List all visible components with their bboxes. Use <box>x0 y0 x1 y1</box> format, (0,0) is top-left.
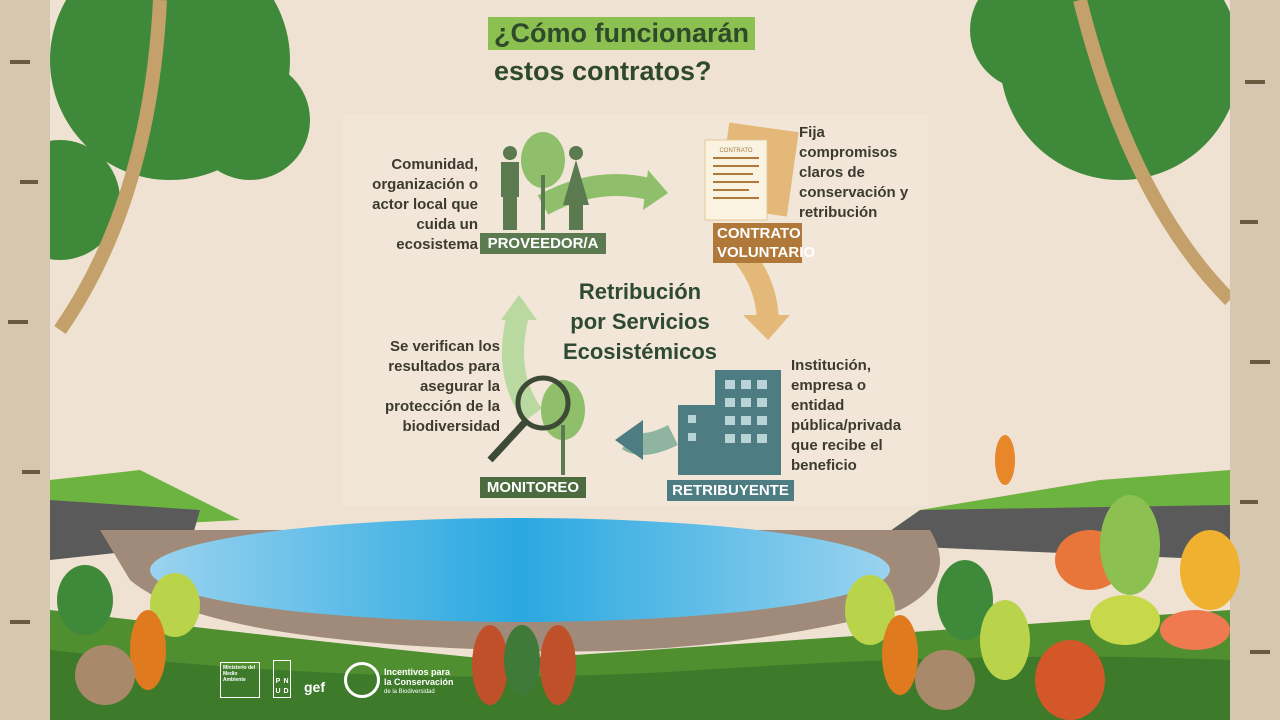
payer-tag: RETRIBUYENTE <box>667 480 794 501</box>
incentives-logo-icon <box>344 662 380 698</box>
contract-document-icon: CONTRATO <box>704 122 799 221</box>
ministry-logo: Ministerio del Medio Ambiente <box>220 662 260 698</box>
provider-tag: PROVEEDOR/A <box>480 233 606 254</box>
arrow-monitoring-to-provider <box>502 312 543 422</box>
building-icon <box>678 370 781 475</box>
tree-trunk-left <box>0 0 50 720</box>
monitoring-tag: MONITOREO <box>480 477 586 498</box>
provider-people-icon <box>501 132 589 230</box>
cycle-diagram: CONTRATO <box>487 122 799 475</box>
title-line-1: ¿Cómo funcionarán <box>488 17 755 50</box>
arrow-contract-to-payer <box>734 247 779 326</box>
lake <box>150 518 890 622</box>
contract-doc-label: CONTRATO <box>719 148 752 154</box>
gef-logo: gef <box>304 679 325 695</box>
arrow-provider-to-contract <box>537 174 656 215</box>
foreground-trees <box>57 435 1240 720</box>
title-line-2: estos contratos? <box>494 56 712 86</box>
magnifier-icon <box>487 375 585 475</box>
